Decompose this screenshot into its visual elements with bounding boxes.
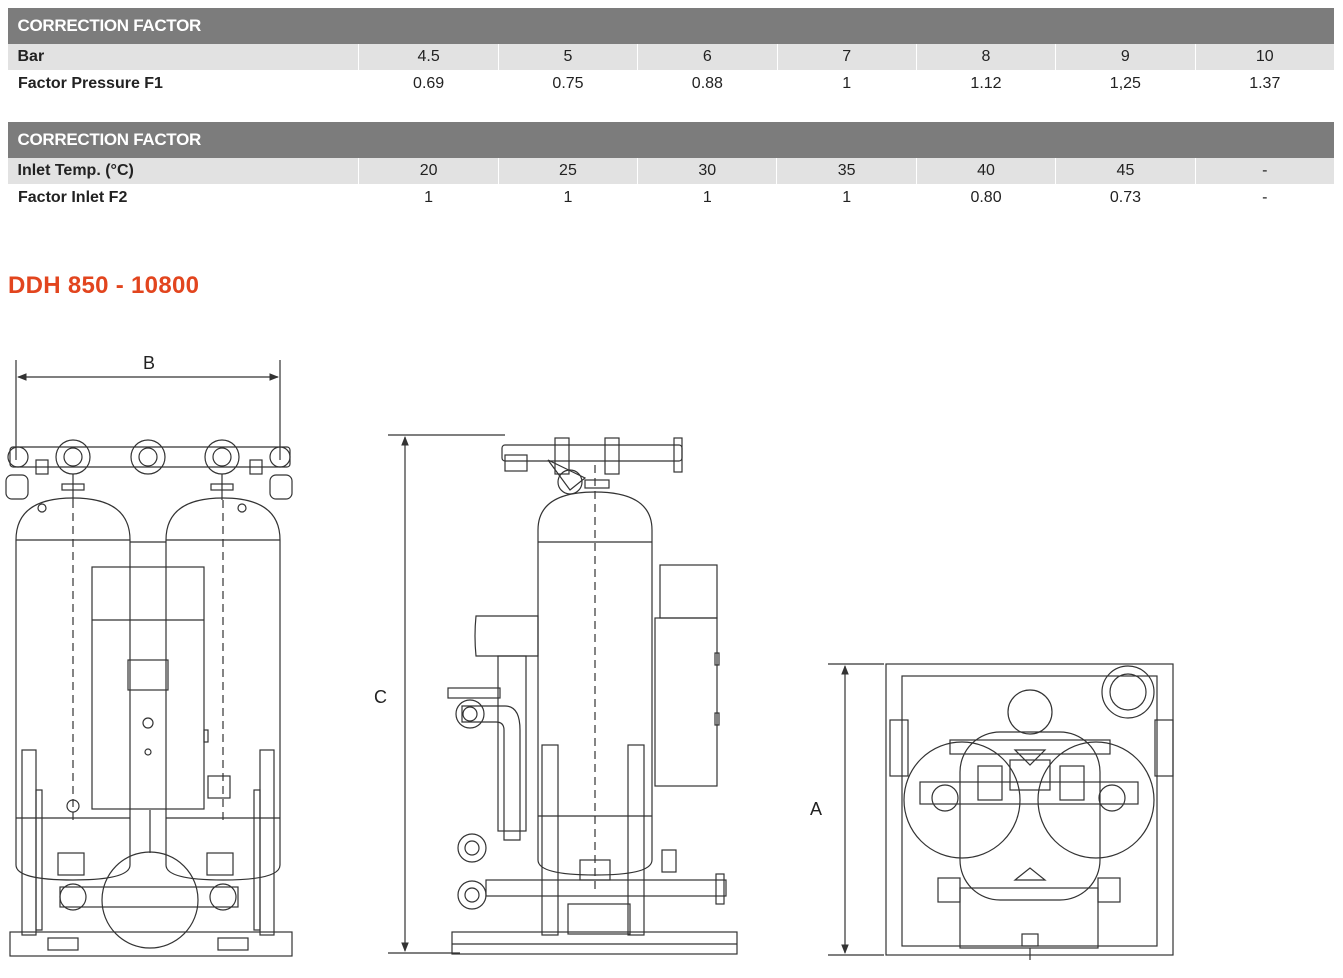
top-view-drawing xyxy=(828,663,1174,960)
temperature-factor-cell: 0.73 xyxy=(1055,184,1196,212)
pressure-factor-cell: 0.69 xyxy=(358,70,499,98)
dimension-label-a: A xyxy=(810,799,822,819)
temperature-factor-cell: 1 xyxy=(497,184,638,212)
temperature-header-cell: 20 xyxy=(358,158,499,184)
temperature-header-cell: - xyxy=(1194,158,1334,184)
pressure-header-cell: 4.5 xyxy=(358,44,499,70)
temperature-table-title: CORRECTION FACTOR xyxy=(7,122,1334,158)
temperature-factor-row: Factor Inlet F2 1 1 1 1 0.80 0.73 - xyxy=(6,184,1334,212)
pressure-factor-cell: 1.37 xyxy=(1194,70,1334,98)
pressure-header-cell: 6 xyxy=(637,44,778,70)
temperature-correction-table: CORRECTION FACTOR Inlet Temp. (°C) 20 25… xyxy=(6,122,1334,212)
pressure-factor-cell: 1,25 xyxy=(1055,70,1196,98)
temperature-factor-cell: - xyxy=(1194,184,1334,212)
temperature-factor-cell: 1 xyxy=(776,184,917,212)
side-view-drawing xyxy=(388,434,738,955)
technical-drawings: B C A xyxy=(5,353,1174,960)
temperature-header-cell: 45 xyxy=(1055,158,1196,184)
pressure-header-cell: 8 xyxy=(915,44,1056,70)
temperature-header-cell: 25 xyxy=(497,158,638,184)
temperature-factor-cell: 1 xyxy=(637,184,777,212)
temperature-header-row: Inlet Temp. (°C) 20 25 30 35 40 45 - xyxy=(7,158,1334,184)
pressure-factor-cell: 1.12 xyxy=(915,70,1056,98)
pressure-factor-cell: 1 xyxy=(776,70,917,98)
pressure-factor-cell: 0.88 xyxy=(637,70,778,98)
temperature-header-cell: 35 xyxy=(776,158,917,184)
temperature-header-label: Inlet Temp. (°C) xyxy=(7,158,359,184)
pressure-header-cell: 5 xyxy=(497,44,638,70)
pressure-header-label: Bar xyxy=(7,44,359,70)
dimension-label-c: C xyxy=(374,687,387,707)
pressure-header-cell: 9 xyxy=(1055,44,1196,70)
temperature-factor-cell: 0.80 xyxy=(915,184,1056,212)
pressure-header-cell: 7 xyxy=(776,44,917,70)
pressure-header-row: Bar 4.5 5 6 7 8 9 10 xyxy=(7,44,1334,70)
dimension-label-b: B xyxy=(143,353,155,373)
pressure-header-cell: 10 xyxy=(1194,44,1334,70)
temperature-factor-cell: 1 xyxy=(358,184,499,212)
pressure-factor-cell: 0.75 xyxy=(497,70,638,98)
temperature-header-cell: 40 xyxy=(915,158,1056,184)
pressure-correction-table: CORRECTION FACTOR Bar 4.5 5 6 7 8 9 10 F… xyxy=(6,8,1334,98)
pressure-factor-label: Factor Pressure F1 xyxy=(6,70,359,98)
pressure-table-title: CORRECTION FACTOR xyxy=(7,8,1334,44)
model-title: DDH 850 - 10800 xyxy=(8,272,200,299)
temperature-factor-label: Factor Inlet F2 xyxy=(6,184,359,212)
temperature-header-cell: 30 xyxy=(637,158,777,184)
front-view-drawing xyxy=(5,360,293,957)
pressure-factor-row: Factor Pressure F1 0.69 0.75 0.88 1 1.12… xyxy=(6,70,1334,98)
